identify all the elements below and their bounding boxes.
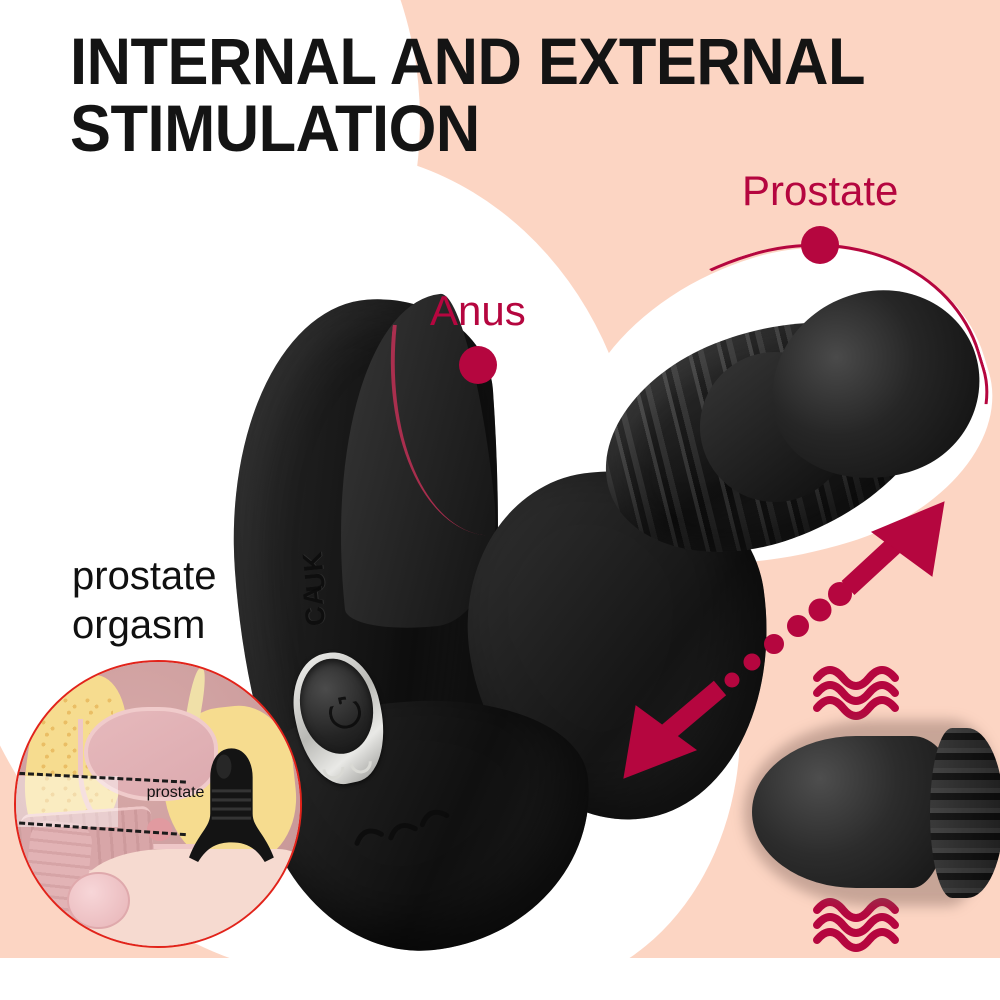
anatomy-diagram: prostate bbox=[14, 660, 302, 948]
page-title: INTERNAL AND EXTERNAL STIMULATION bbox=[70, 27, 888, 166]
anatomy-inserted-massager bbox=[189, 747, 275, 862]
callout-anus: Anus bbox=[430, 290, 526, 384]
callout-anus-label: Anus bbox=[430, 287, 526, 334]
callout-anus-dot bbox=[458, 346, 497, 384]
vibration-wave-icon-top bbox=[813, 666, 899, 720]
closeup-bulb-tip bbox=[752, 736, 952, 888]
callout-prostate-dot bbox=[801, 226, 840, 264]
vibration-wave-icon-bottom bbox=[813, 898, 899, 952]
anatomy-scrotum bbox=[67, 872, 130, 929]
left-caption-line-1: prostate bbox=[72, 554, 217, 598]
headline-line-1: INTERNAL AND EXTERNAL bbox=[70, 24, 866, 98]
emboss-arc-marks bbox=[354, 809, 450, 846]
callout-prostate: Prostate bbox=[742, 170, 898, 264]
power-icon bbox=[326, 694, 364, 732]
callout-prostate-label: Prostate bbox=[742, 167, 899, 214]
left-caption: prostate orgasm bbox=[72, 552, 217, 650]
product-tip-closeup bbox=[744, 720, 1000, 906]
closeup-ribbed-section bbox=[930, 728, 1000, 898]
anatomy-guide-band bbox=[16, 775, 119, 827]
anatomy-prostate-gland bbox=[146, 818, 173, 841]
left-caption-line-2: orgasm bbox=[72, 602, 206, 647]
anatomy-prostate-label: prostate bbox=[146, 784, 205, 802]
emboss-ca-mark: CA bbox=[296, 583, 332, 628]
headline-line-2: STIMULATION bbox=[70, 91, 480, 166]
white-bottom-strip bbox=[0, 958, 1000, 1000]
